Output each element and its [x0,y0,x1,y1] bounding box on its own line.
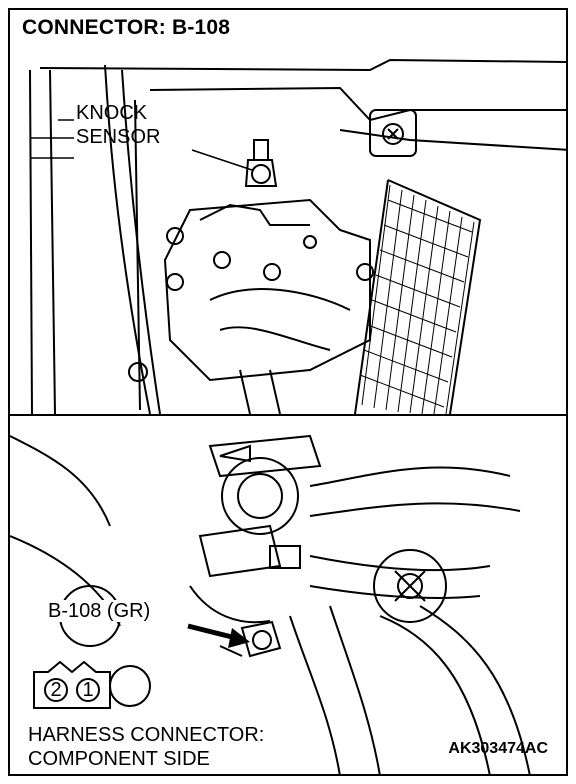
connector-symbol: 2 1 [32,660,112,710]
knock-sensor-label-line2: SENSOR [76,126,161,148]
engine-block-drawing [29,58,566,414]
harness-illustration [10,416,566,774]
engine-block-illustration: CONNECTOR: B-108 KNOCK SENSOR [10,10,566,416]
connector-b108-label: B-108 (GR) [46,600,153,622]
connector-pin-2: 2 [44,678,68,702]
diagram-frame: CONNECTOR: B-108 KNOCK SENSOR [8,8,568,776]
figure-code: AK303474AC [448,740,548,757]
harness-drawing [10,434,531,774]
caption-line1: HARNESS CONNECTOR: [28,724,265,746]
knock-sensor-label-line1: KNOCK [76,102,148,124]
caption-line2: COMPONENT SIDE [28,748,210,770]
connector-pin-1: 1 [76,678,100,702]
connector-arrow [187,623,250,648]
page-title: CONNECTOR: B-108 [20,16,233,40]
